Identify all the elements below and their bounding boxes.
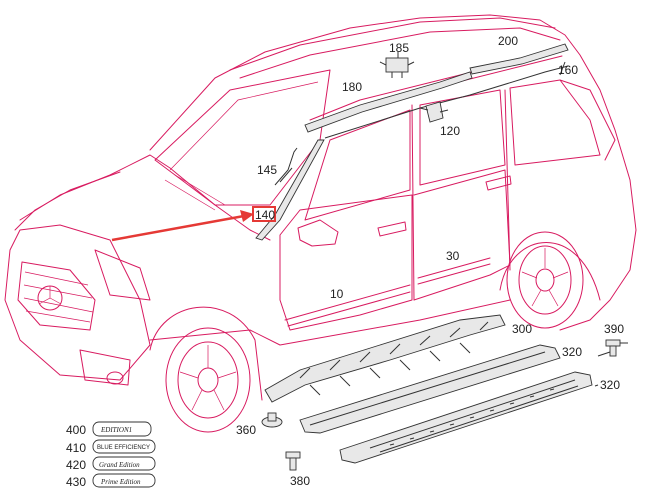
callout-140: 140 (255, 208, 275, 222)
step-board-320b (339, 371, 593, 464)
running-board-bracket-300 (264, 314, 506, 403)
pillar-trim-145 (274, 147, 298, 186)
badge-text: Prime Edition (100, 478, 141, 486)
callout-30: 30 (446, 249, 460, 263)
fastener-360 (261, 412, 283, 428)
callout-145: 145 (257, 163, 277, 177)
badge-row-400: 400 EDITION1 (66, 421, 152, 437)
badge-text: Grand Edition (99, 461, 140, 469)
callout-180: 180 (342, 80, 362, 94)
callout-200: 200 (498, 34, 518, 48)
callout-300: 300 (512, 322, 532, 336)
callout-390: 390 (604, 322, 624, 336)
callout-380: 380 (290, 474, 310, 488)
callout-185: 185 (389, 41, 409, 55)
clip-185 (379, 57, 415, 78)
step-board-320a (299, 344, 561, 434)
callout-320b: 320 (600, 378, 620, 392)
bolt-380 (285, 451, 301, 471)
callout-120: 120 (440, 124, 460, 138)
badge-number: 400 (66, 423, 86, 437)
badge-row-420: 420 Grand Edition (66, 456, 156, 472)
leader-lines (397, 52, 611, 387)
badge-number: 430 (66, 475, 86, 489)
bracket-120 (419, 101, 449, 123)
callout-320a: 320 (562, 345, 582, 359)
callout-10: 10 (330, 287, 344, 301)
pillar-trim-140 (255, 139, 325, 241)
callout-360: 360 (236, 423, 256, 437)
highlight-box (252, 206, 276, 222)
badge-number: 420 (66, 458, 86, 472)
badge-legend: 400 EDITION1 410 BLUE EFFICIENCY 420 Gra… (66, 421, 156, 489)
callout-160: 160 (558, 63, 578, 77)
bolt-390 (605, 339, 628, 357)
vehicle-outline (4, 14, 637, 433)
highlight-pointer (111, 206, 276, 242)
badge-text: BLUE EFFICIENCY (97, 445, 150, 451)
badge-text: EDITION1 (100, 426, 132, 434)
badge-number: 410 (66, 441, 86, 455)
badge-row-430: 430 Prime Edition (66, 473, 156, 489)
roof-molding-parts (304, 43, 569, 139)
badge-row-410: 410 BLUE EFFICIENCY (66, 439, 156, 455)
